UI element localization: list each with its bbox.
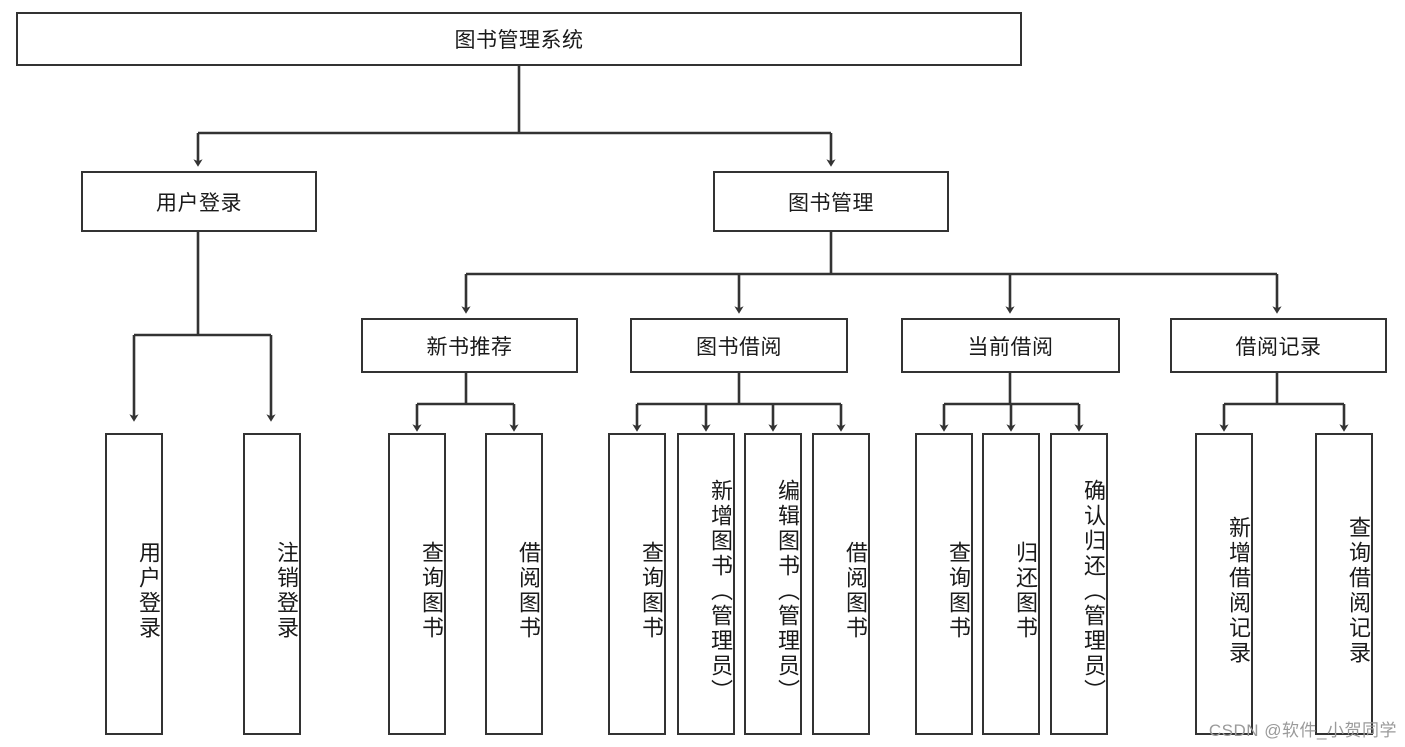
- node-leaf-borrow-book-1[interactable]: 借阅图书: [485, 433, 543, 735]
- node-current-borrow-label: 当前借阅: [967, 335, 1054, 359]
- node-leaf-borrow-book-2[interactable]: 借阅图书: [812, 433, 870, 735]
- node-leaf-query-book-1[interactable]: 查询图书: [388, 433, 446, 735]
- node-user-login[interactable]: 用户登录: [81, 171, 317, 232]
- node-leaf-query-book-2[interactable]: 查询图书: [608, 433, 666, 735]
- node-leaf-query-book-3[interactable]: 查询图书: [915, 433, 973, 735]
- node-leaf-borrow-book-1-label: 借阅图书: [516, 541, 541, 641]
- node-leaf-query-record-label: 查询借阅记录: [1346, 516, 1371, 666]
- node-book-borrow[interactable]: 图书借阅: [630, 318, 848, 373]
- node-leaf-add-record[interactable]: 新增借阅记录: [1195, 433, 1253, 735]
- node-leaf-query-book-1-label: 查询图书: [419, 541, 444, 641]
- node-leaf-confirm-return[interactable]: 确认归还（管理员）: [1050, 433, 1108, 735]
- node-borrow-record[interactable]: 借阅记录: [1170, 318, 1387, 373]
- node-book-manage[interactable]: 图书管理: [713, 171, 949, 232]
- node-leaf-add-book-label: 新增图书（管理员）: [708, 478, 733, 704]
- node-root[interactable]: 图书管理系统: [16, 12, 1022, 66]
- node-leaf-query-book-2-label: 查询图书: [639, 541, 664, 641]
- node-root-label: 图书管理系统: [454, 29, 584, 52]
- node-leaf-return-book[interactable]: 归还图书: [982, 433, 1040, 735]
- node-user-login-label: 用户登录: [156, 191, 242, 215]
- node-leaf-edit-book-label: 编辑图书（管理员）: [775, 478, 800, 704]
- node-leaf-user-login-label: 用户登录: [136, 541, 161, 641]
- node-leaf-confirm-return-label: 确认归还（管理员）: [1081, 478, 1106, 704]
- node-borrow-record-label: 借阅记录: [1235, 335, 1322, 359]
- node-new-book-recommend-label: 新书推荐: [426, 335, 513, 359]
- node-leaf-query-book-3-label: 查询图书: [946, 541, 971, 641]
- node-leaf-user-logout[interactable]: 注销登录: [243, 433, 301, 735]
- watermark: CSDN @软件_小贺同学: [1208, 721, 1397, 740]
- node-leaf-borrow-book-2-label: 借阅图书: [843, 541, 868, 641]
- node-leaf-user-logout-label: 注销登录: [274, 541, 299, 641]
- node-leaf-add-record-label: 新增借阅记录: [1226, 516, 1251, 666]
- node-leaf-return-book-label: 归还图书: [1013, 541, 1038, 641]
- node-current-borrow[interactable]: 当前借阅: [901, 318, 1120, 373]
- node-leaf-user-login[interactable]: 用户登录: [105, 433, 163, 735]
- node-leaf-edit-book[interactable]: 编辑图书（管理员）: [744, 433, 802, 735]
- node-book-manage-label: 图书管理: [788, 191, 874, 215]
- node-leaf-add-book[interactable]: 新增图书（管理员）: [677, 433, 735, 735]
- node-new-book-recommend[interactable]: 新书推荐: [361, 318, 578, 373]
- node-book-borrow-label: 图书借阅: [696, 335, 782, 359]
- node-leaf-query-record[interactable]: 查询借阅记录: [1315, 433, 1373, 735]
